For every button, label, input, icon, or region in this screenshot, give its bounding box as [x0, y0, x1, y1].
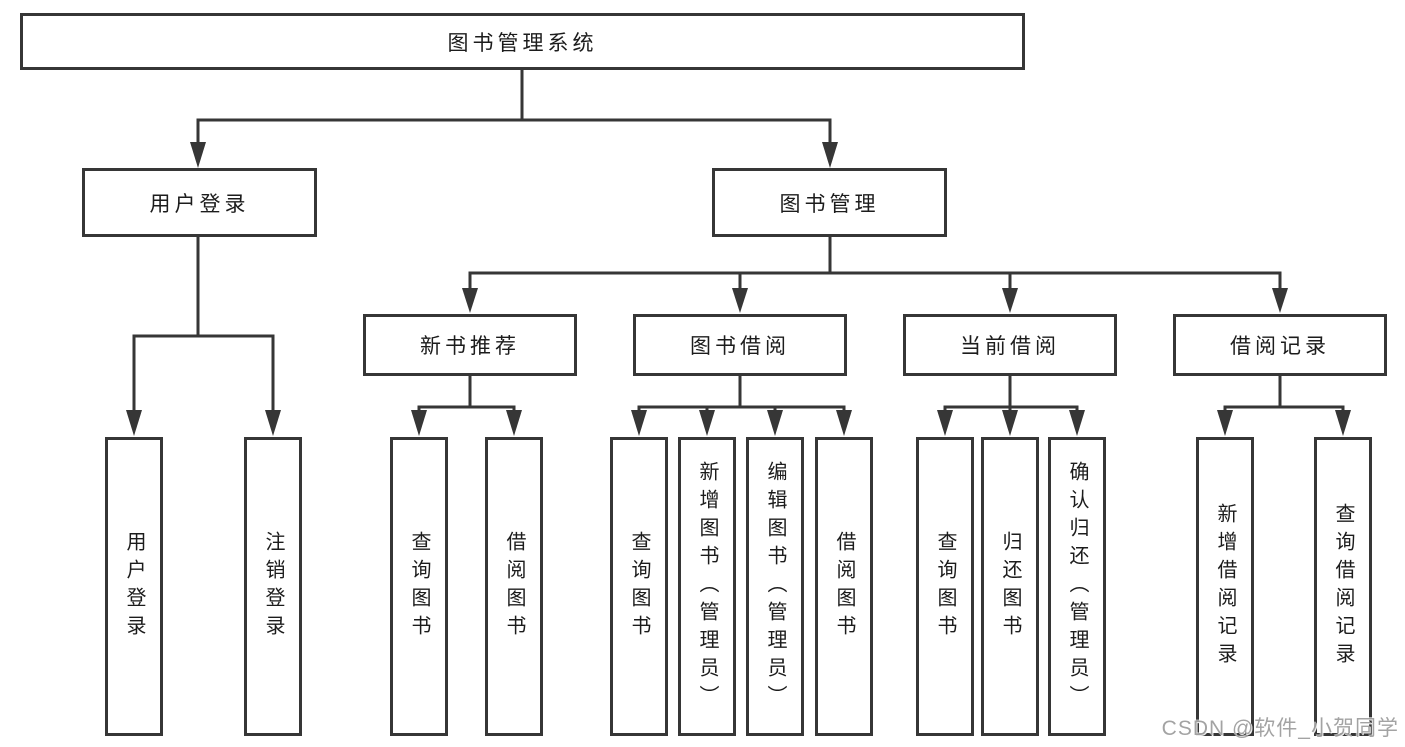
node-label: 查询图书: [934, 530, 956, 643]
node-label: 确认归还（管理员）: [1066, 460, 1088, 713]
node-label: 用户登录: [149, 192, 250, 216]
node-label: 图书管理: [779, 192, 880, 216]
node-label: 借阅图书: [503, 530, 525, 643]
node-label: 新增借阅记录: [1214, 502, 1236, 671]
node-leaf-borrow-books-2: 借阅图书: [815, 437, 873, 736]
node-leaf-confirm-return-admin: 确认归还（管理员）: [1048, 437, 1106, 736]
node-label: 图书借阅: [690, 335, 790, 358]
node-current-borrow: 当前借阅: [903, 314, 1117, 376]
node-leaf-query-books-3: 查询图书: [916, 437, 974, 736]
node-label: 查询借阅记录: [1332, 502, 1354, 671]
node-label: 借阅图书: [833, 530, 855, 643]
node-leaf-query-books-1: 查询图书: [390, 437, 448, 736]
node-label: 查询图书: [408, 530, 430, 643]
node-book-management: 图书管理: [712, 168, 947, 237]
node-leaf-user-login: 用户登录: [105, 437, 163, 736]
node-leaf-query-books-2: 查询图书: [610, 437, 668, 736]
node-label: 当前借阅: [960, 335, 1060, 358]
node-label: 新增图书（管理员）: [696, 460, 718, 713]
node-label: 归还图书: [999, 530, 1021, 643]
node-user-login: 用户登录: [82, 168, 317, 237]
node-label: 编辑图书（管理员）: [764, 460, 786, 713]
node-leaf-add-borrow-record: 新增借阅记录: [1196, 437, 1254, 736]
node-label: 图书管理系统: [447, 31, 598, 55]
node-new-book-recommend: 新书推荐: [363, 314, 577, 376]
node-library-system: 图书管理系统: [20, 13, 1025, 70]
node-leaf-borrow-books-1: 借阅图书: [485, 437, 543, 736]
csdn-watermark: CSDN @软件_小贺同学: [1161, 717, 1399, 740]
node-leaf-add-books-admin: 新增图书（管理员）: [678, 437, 736, 736]
node-label: 用户登录: [123, 530, 145, 643]
node-borrow-records: 借阅记录: [1173, 314, 1387, 376]
node-label: 借阅记录: [1230, 335, 1330, 358]
node-leaf-query-borrow-record: 查询借阅记录: [1314, 437, 1372, 736]
node-book-borrow: 图书借阅: [633, 314, 847, 376]
node-label: 注销登录: [262, 530, 284, 643]
node-label: 新书推荐: [420, 335, 520, 358]
node-label: 查询图书: [628, 530, 650, 643]
node-leaf-return-books: 归还图书: [981, 437, 1039, 736]
node-leaf-edit-books-admin: 编辑图书（管理员）: [746, 437, 804, 736]
node-leaf-logout: 注销登录: [244, 437, 302, 736]
